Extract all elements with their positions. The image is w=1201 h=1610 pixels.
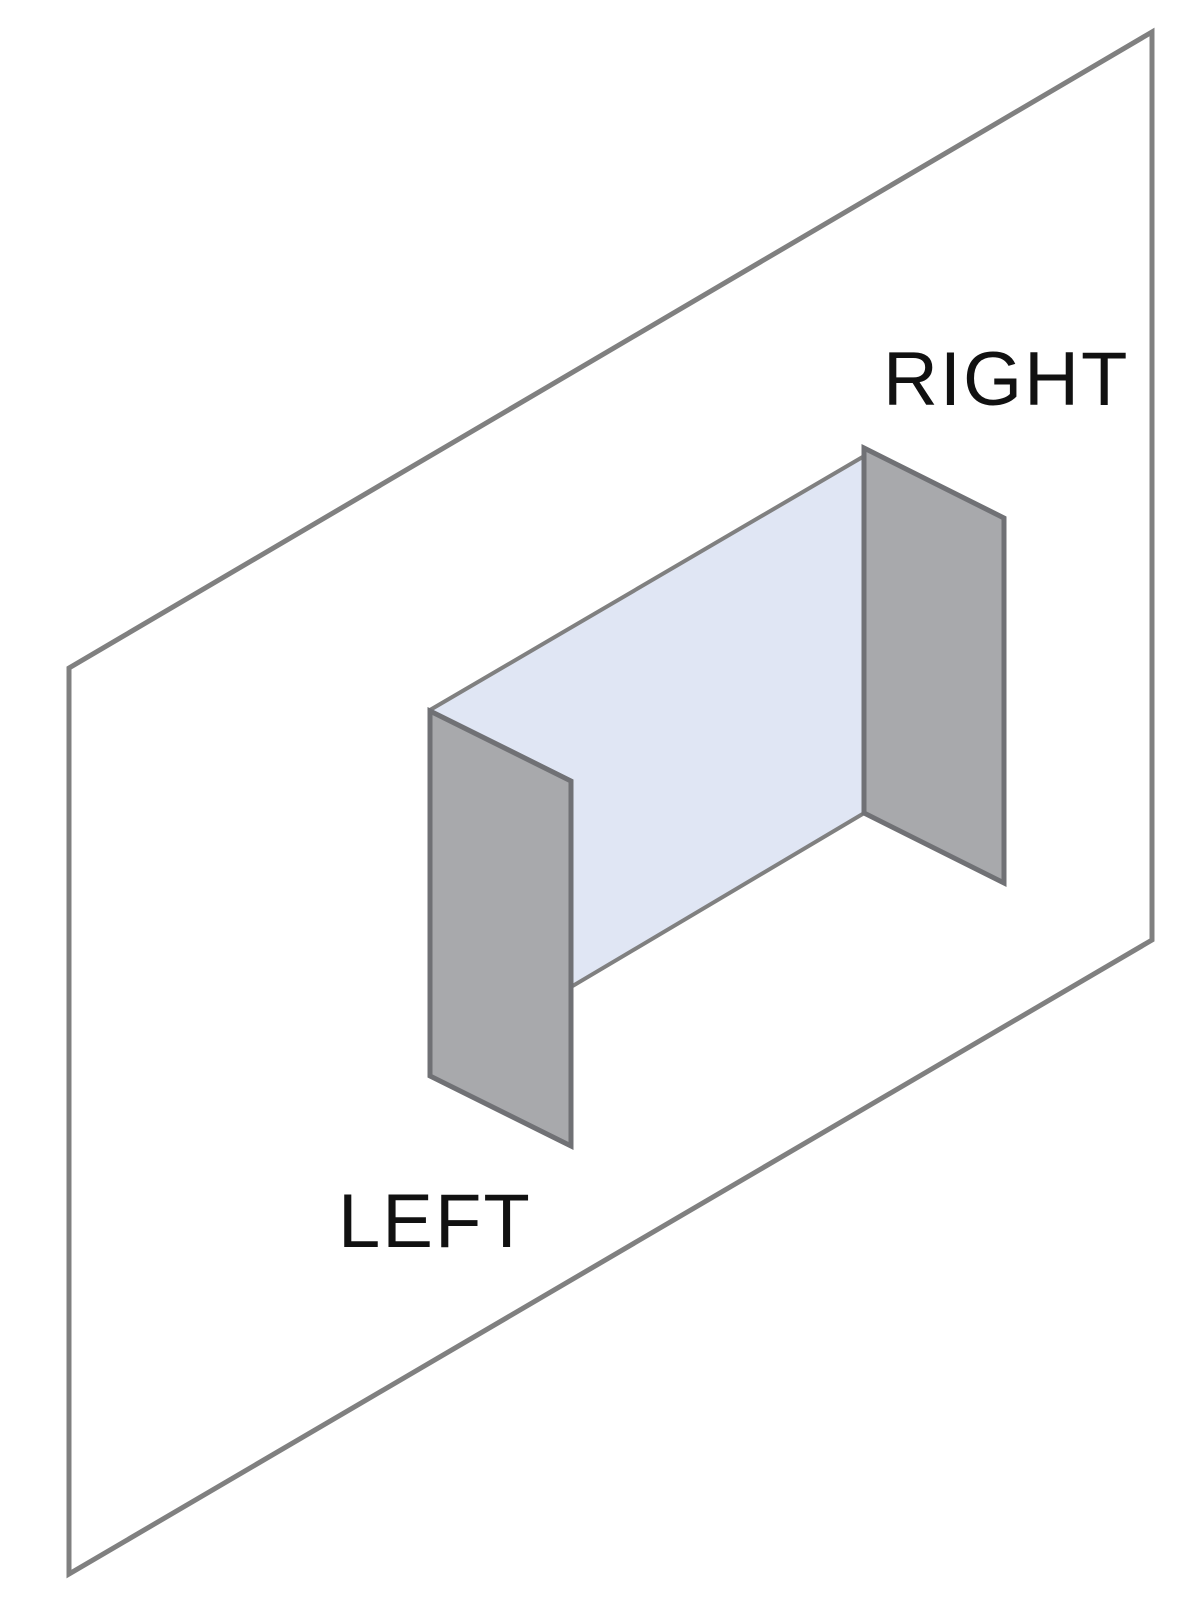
- left-label: LEFT: [338, 1179, 532, 1264]
- right-label: RIGHT: [883, 337, 1129, 422]
- outer-plane: [66, 27, 1155, 1579]
- right-panel: [861, 443, 1007, 888]
- left-panel: [427, 706, 574, 1151]
